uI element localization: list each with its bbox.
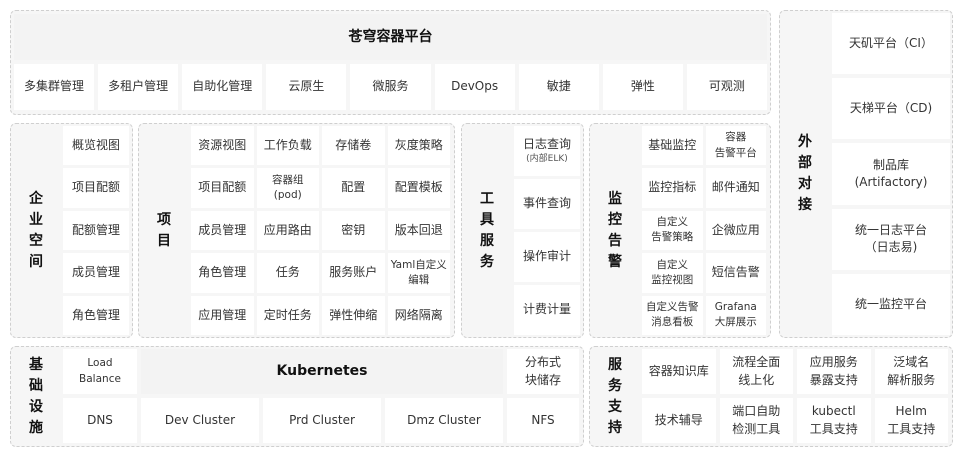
external-title: 外部对接 [798, 134, 812, 213]
monitor-item: 企微应用 [705, 210, 766, 251]
platform-item: DevOps [434, 64, 515, 110]
tools-item: 日志查询(内部ELK) [514, 126, 580, 176]
monitor-panel: 监控告警 基础监控容器告警平台监控指标邮件通知自定义告警策略企微应用自定义监控视… [589, 123, 771, 338]
project-item: 服务账户 [322, 253, 385, 293]
enterprise-title: 企业空间 [29, 190, 43, 270]
block-storage-cell: 分布式 块储存 [507, 349, 579, 394]
platform-item: 可观测 [686, 64, 767, 110]
monitor-title: 监控告警 [608, 190, 622, 270]
dns-cell: DNS [63, 398, 137, 443]
monitor-item: 短信告警 [705, 253, 766, 293]
platform-item: 自助化管理 [182, 64, 263, 110]
support-item: 容器知识库 [642, 349, 716, 394]
cluster-cell: Prd Cluster [263, 398, 381, 443]
platform-item: 微服务 [350, 64, 431, 110]
support-item: 流程全面线上化 [719, 349, 793, 394]
external-item: 统一监控平台 [832, 273, 950, 335]
project-item: Yaml自定义编辑 [387, 253, 450, 293]
monitor-item: 自定义告警消息看板 [642, 295, 703, 335]
project-item: 网络隔离 [387, 295, 450, 335]
enterprise-item: 项目配额 [63, 168, 129, 208]
tools-panel: 工具服务 日志查询(内部ELK)事件查询操作审计计费计量 [461, 123, 584, 338]
enterprise-item: 成员管理 [63, 253, 129, 293]
project-item: 资源视图 [191, 126, 254, 166]
external-item: 统一日志平台（日志易) [832, 208, 950, 270]
infra-panel: 基础设施 Load Balance DNS Kubernetes 分布式 块储存… [10, 346, 584, 447]
kubernetes-cell: Kubernetes [141, 349, 503, 394]
monitor-item: 监控指标 [642, 168, 703, 208]
project-item: 成员管理 [191, 210, 254, 251]
project-title: 项目 [157, 211, 171, 249]
external-panel: 外部对接 天矶平台（CI）天梯平台（CD)制品库(Artifactory)统一日… [779, 10, 953, 338]
load-balance-cell: Load Balance [63, 349, 137, 394]
enterprise-item: 概览视图 [63, 126, 129, 166]
monitor-item: 自定义告警策略 [642, 210, 703, 251]
monitor-item: 自定义监控视图 [642, 253, 703, 293]
tools-item: 计费计量 [514, 285, 580, 335]
tools-item: 事件查询 [514, 179, 580, 229]
project-panel: 项目 资源视图工作负载存储卷灰度策略项目配额容器组(pod)配置配置模板成员管理… [138, 123, 455, 338]
cluster-cell: Dmz Cluster [385, 398, 503, 443]
support-item: 泛域名解析服务 [874, 349, 948, 394]
external-item: 制品库(Artifactory) [832, 143, 950, 205]
monitor-item: 基础监控 [642, 126, 703, 166]
project-item: 项目配额 [191, 168, 254, 208]
project-item: 角色管理 [191, 253, 254, 293]
project-item: 配置 [322, 168, 385, 208]
enterprise-panel: 企业空间 概览视图项目配额配额管理成员管理角色管理 [10, 123, 133, 338]
project-item: 存储卷 [322, 126, 385, 166]
support-item: 端口自助检测工具 [719, 398, 793, 443]
tools-item: 操作审计 [514, 232, 580, 282]
project-item: 版本回退 [387, 210, 450, 251]
project-item: 定时任务 [256, 295, 319, 335]
monitor-item: 容器告警平台 [705, 126, 766, 166]
support-panel: 服务支持 容器知识库流程全面线上化应用服务暴露支持泛域名解析服务技术辅导端口自助… [589, 346, 953, 447]
infra-title: 基础设施 [29, 356, 43, 436]
cluster-cell: Dev Cluster [141, 398, 259, 443]
project-item: 应用管理 [191, 295, 254, 335]
platform-title: 苍穹容器平台 [14, 14, 767, 60]
project-item: 弹性伸缩 [322, 295, 385, 335]
project-item: 灰度策略 [387, 126, 450, 166]
platform-item: 多租户管理 [98, 64, 179, 110]
project-item: 任务 [256, 253, 319, 293]
support-title: 服务支持 [608, 356, 622, 436]
enterprise-item: 配额管理 [63, 210, 129, 251]
tools-title: 工具服务 [480, 190, 494, 270]
project-item: 容器组(pod) [256, 168, 319, 208]
platform-item: 多集群管理 [14, 64, 95, 110]
project-item: 密钥 [322, 210, 385, 251]
monitor-item: 邮件通知 [705, 168, 766, 208]
project-item: 工作负载 [256, 126, 319, 166]
external-item: 天梯平台（CD) [832, 78, 950, 140]
external-item: 天矶平台（CI） [832, 13, 950, 75]
platform-item: 敏捷 [518, 64, 599, 110]
nfs-cell: NFS [507, 398, 579, 443]
enterprise-item: 角色管理 [63, 295, 129, 335]
platform-item: 云原生 [266, 64, 347, 110]
project-item: 配置模板 [387, 168, 450, 208]
support-item: 应用服务暴露支持 [797, 349, 871, 394]
support-item: 技术辅导 [642, 398, 716, 443]
project-item: 应用路由 [256, 210, 319, 251]
platform-item: 弹性 [602, 64, 683, 110]
